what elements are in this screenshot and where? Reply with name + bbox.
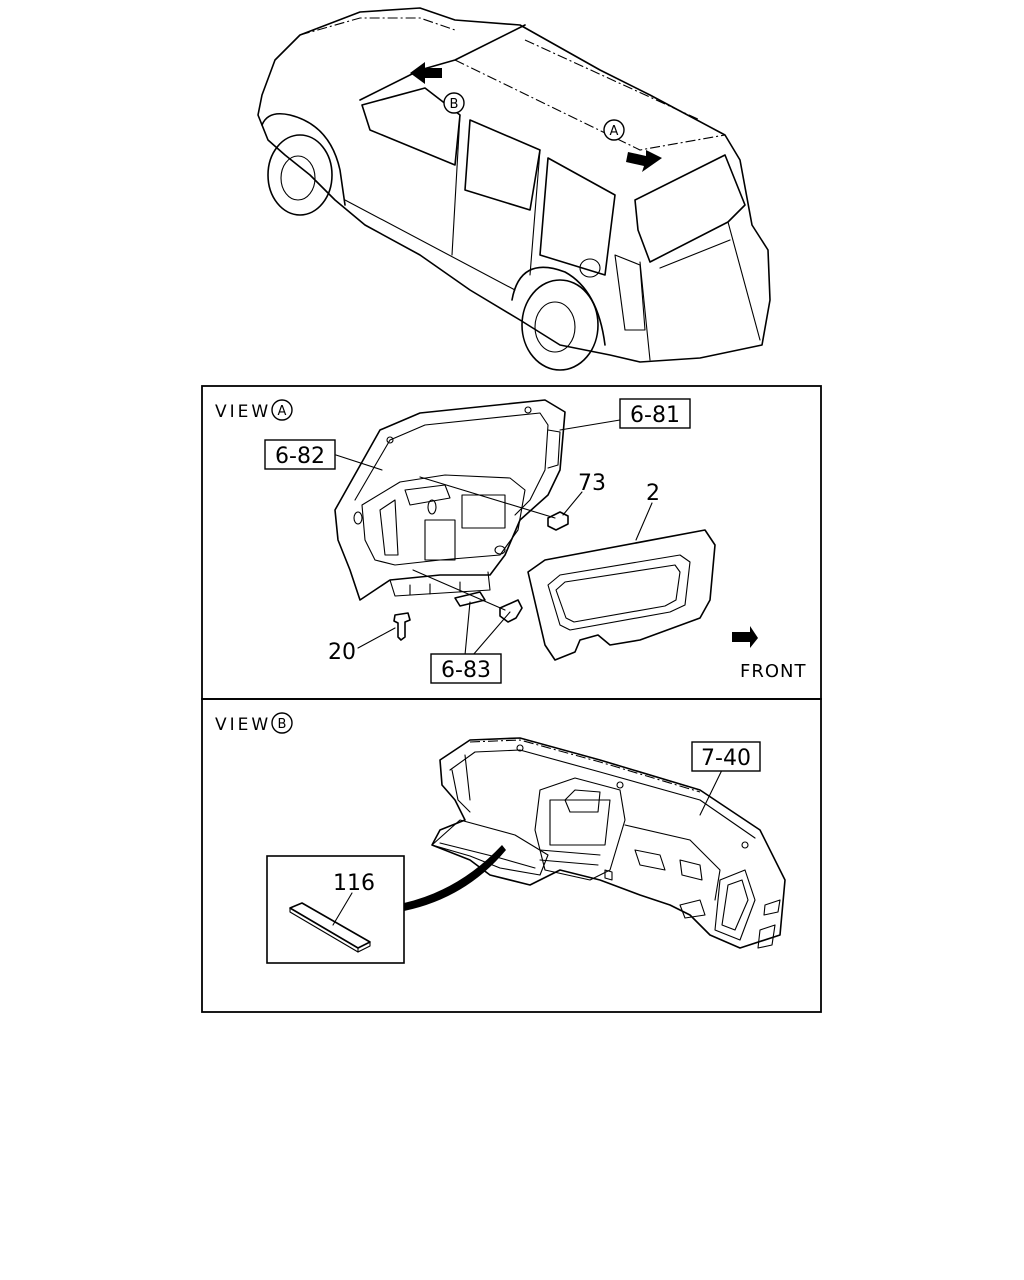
svg-text:VIEW: VIEW xyxy=(215,402,271,422)
callout-6-82: 6-82 xyxy=(264,439,336,470)
view-b-title: VIEW B xyxy=(215,712,293,735)
svg-text:VIEW: VIEW xyxy=(215,715,271,735)
clip-73-illustration xyxy=(547,511,569,531)
leader-20 xyxy=(357,627,396,649)
dashboard-illustration xyxy=(431,737,786,949)
callout-2: 2 xyxy=(646,481,660,506)
svg-text:7-40: 7-40 xyxy=(701,746,751,771)
callout-20: 20 xyxy=(328,640,356,665)
front-arrow-icon xyxy=(732,626,758,648)
svg-text:6-83: 6-83 xyxy=(441,658,491,683)
svg-text:A: A xyxy=(610,124,619,139)
vehicle-marker-a: A xyxy=(603,119,625,141)
bracket-illustration xyxy=(412,569,523,623)
pad-116-inset: 116 xyxy=(266,855,405,964)
svg-text:A: A xyxy=(278,404,287,419)
vehicle-illustration: B A xyxy=(257,7,771,371)
inset-pointer xyxy=(404,845,506,911)
leader-6-82 xyxy=(335,454,383,471)
view-a-title: VIEW A xyxy=(215,399,293,422)
callout-116: 116 xyxy=(333,871,375,896)
side-trim-2-illustration xyxy=(527,529,716,661)
svg-text:6-81: 6-81 xyxy=(630,403,680,428)
callout-7-40: 7-40 xyxy=(691,741,761,772)
leader-6-83-a xyxy=(464,601,471,656)
arrow-a-icon xyxy=(626,150,662,172)
svg-text:B: B xyxy=(278,717,287,732)
view-b-panel xyxy=(201,698,822,1013)
leader-6-81 xyxy=(559,419,621,431)
screw-20-illustration xyxy=(393,612,411,641)
leader-73-target xyxy=(419,476,556,519)
callout-6-83: 6-83 xyxy=(430,653,502,684)
vehicle-marker-b: B xyxy=(443,92,465,114)
front-direction-label: FRONT xyxy=(740,661,807,682)
leader-6-83-b xyxy=(472,611,511,656)
leader-7-40 xyxy=(699,769,723,816)
leader-73 xyxy=(562,491,583,516)
leader-2 xyxy=(635,502,653,541)
callout-73: 73 xyxy=(578,471,606,496)
svg-text:6-82: 6-82 xyxy=(275,444,325,469)
arrow-b-icon xyxy=(410,62,442,84)
callout-6-81: 6-81 xyxy=(619,398,691,429)
svg-text:B: B xyxy=(450,97,459,112)
tailgate-panel-illustration xyxy=(334,399,566,601)
